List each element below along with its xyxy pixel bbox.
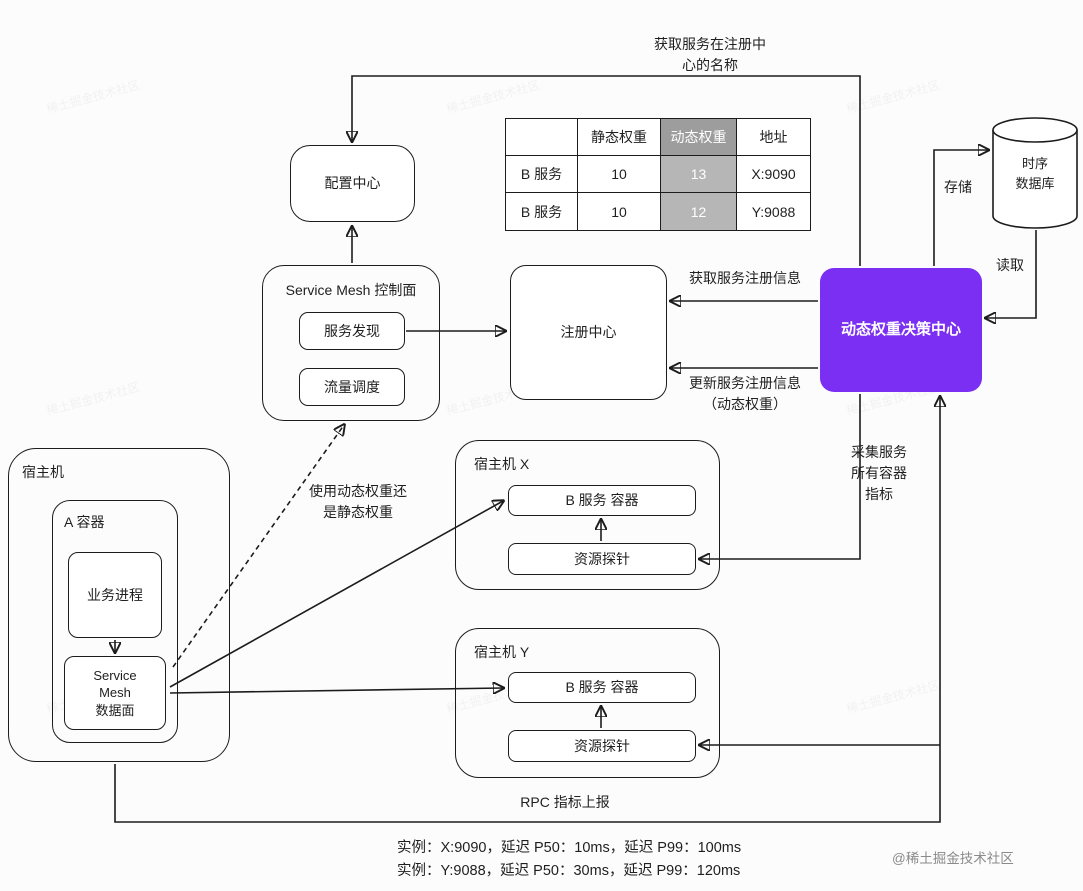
weights-table: 静态权重 动态权重 地址 B 服务 10 13 X:9090 B 服务 10 1… [505, 118, 811, 231]
faint-watermark: 稀土掘金技术社区 [44, 378, 141, 419]
host-y-label: 宿主机 Y [474, 644, 530, 660]
mesh-control-plane-title: Service Mesh 控制面 [285, 282, 417, 298]
cell-dynamic-weight: 12 [660, 192, 737, 231]
arrow-store-tsdb [933, 150, 988, 266]
table-header-address: 地址 [736, 118, 811, 156]
collect-metrics-label: 采集服务 所有容器 指标 [851, 444, 907, 502]
service-b-container-x-node: B 服务 容器 [508, 485, 696, 516]
host-x-label: 宿主机 X [474, 456, 530, 472]
resource-probe-y-node: 资源探针 [508, 730, 696, 762]
registry-center-node: 注册中心 [510, 265, 667, 400]
cell-dynamic-weight: 13 [660, 155, 737, 193]
cell-address: Y:9088 [736, 192, 811, 231]
mesh-dataplane-node: Service Mesh 数据面 [64, 656, 166, 730]
config-center-node: 配置中心 [290, 145, 415, 222]
table-row: B 服务 10 12 Y:9088 [505, 192, 811, 231]
community-watermark: @稀土掘金技术社区 [892, 851, 1014, 866]
store-label: 存储 [944, 179, 972, 195]
faint-watermark: 稀土掘金技术社区 [44, 76, 141, 117]
database-cylinder-icon [992, 117, 1078, 229]
service-b-container-y-node: B 服务 容器 [508, 672, 696, 703]
table-row: B 服务 10 13 X:9090 [505, 155, 811, 193]
service-discovery-node: 服务发现 [299, 312, 405, 350]
cell-service-name: B 服务 [505, 192, 578, 231]
table-header-dynamic: 动态权重 [660, 118, 737, 156]
faint-watermark: 稀土掘金技术社区 [844, 76, 941, 117]
faint-watermark: 稀土掘金技术社区 [844, 676, 941, 717]
tsdb-label: 时序 数据库 [1015, 156, 1055, 191]
container-a-label: A 容器 [64, 514, 105, 530]
cell-address: X:9090 [736, 155, 811, 193]
table-header-row: 静态权重 动态权重 地址 [505, 118, 811, 156]
read-label: 读取 [996, 257, 1024, 273]
use-weight-label: 使用动态权重还 是静态权重 [309, 483, 407, 520]
cell-service-name: B 服务 [505, 155, 578, 193]
cell-static-weight: 10 [577, 192, 661, 231]
arrow-collect-probe-x [700, 394, 861, 559]
host-a-label: 宿主机 [22, 464, 64, 480]
rpc-report-label: RPC 指标上报 [520, 794, 610, 810]
traffic-scheduling-node: 流量调度 [299, 368, 405, 406]
cell-static-weight: 10 [577, 155, 661, 193]
tsdb-node: 时序 数据库 [991, 116, 1079, 230]
resource-probe-x-node: 资源探针 [508, 543, 696, 575]
faint-watermark: 稀土掘金技术社区 [444, 76, 541, 117]
update-registration-label: 更新服务注册信息 （动态权重） [689, 375, 801, 412]
get-registration-label: 获取服务注册信息 [689, 270, 801, 286]
table-header-blank [505, 118, 578, 156]
business-process-node: 业务进程 [68, 552, 162, 638]
example-instance-y: 实例：Y:9088，延迟 P50：30ms，延迟 P99：120ms [397, 863, 741, 879]
table-header-static: 静态权重 [577, 118, 661, 156]
top-route-label: 获取服务在注册中 心的名称 [654, 36, 766, 73]
example-instance-x: 实例：X:9090，延迟 P50：10ms，延迟 P99：100ms [397, 840, 742, 856]
decision-center-node: 动态权重决策中心 [820, 268, 982, 392]
